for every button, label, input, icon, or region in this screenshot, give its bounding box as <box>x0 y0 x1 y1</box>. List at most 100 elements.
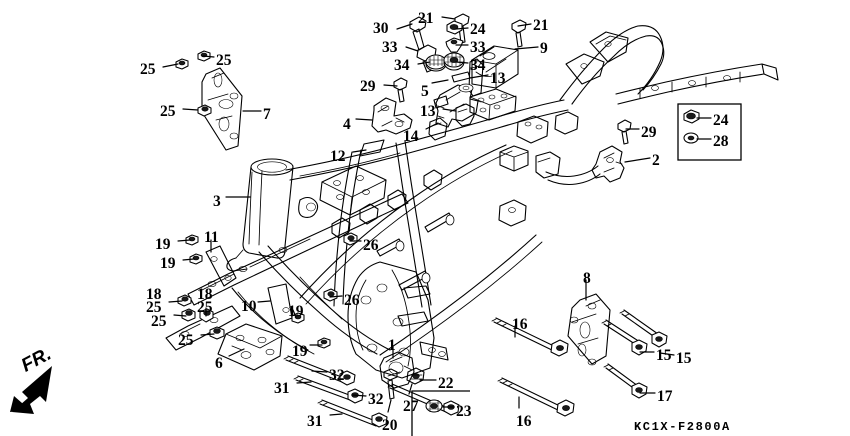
leader-line-19 <box>177 239 191 242</box>
leader-line-13 <box>442 108 457 112</box>
leader-line-25 <box>162 63 179 68</box>
part-21b-bolt <box>511 19 527 48</box>
callout-9: 9 <box>540 40 548 57</box>
callout-1: 1 <box>388 337 396 354</box>
callout-13: 13 <box>490 70 506 87</box>
callout-26: 26 <box>363 237 379 254</box>
leader-line-9 <box>514 46 539 50</box>
part-16-bolts <box>491 317 575 417</box>
leader-line-12 <box>352 149 367 153</box>
callout-25: 25 <box>216 52 232 69</box>
part-7-bracket <box>201 67 243 151</box>
part-25-bolts-lower <box>177 294 225 340</box>
part-29a-bolt <box>393 77 408 103</box>
callout-24: 24 <box>470 21 486 38</box>
callout-27: 27 <box>403 398 419 415</box>
callout-19: 19 <box>155 236 171 253</box>
callout-33: 33 <box>382 39 398 56</box>
part-8-bracket <box>567 293 611 366</box>
callout-6: 6 <box>215 355 223 372</box>
part-9-damper <box>471 45 519 89</box>
leader-line-10 <box>257 300 271 303</box>
callout-21: 21 <box>533 17 549 34</box>
callout-4: 4 <box>343 116 351 133</box>
part-10-plate <box>267 283 293 325</box>
callout-20: 20 <box>382 417 398 434</box>
leader-line-25 <box>173 314 187 317</box>
part-1-27-22-cluster <box>379 351 425 389</box>
leader-line-19 <box>182 258 195 261</box>
callout-33: 33 <box>470 39 486 56</box>
part-13b-bracket <box>455 103 475 127</box>
callout-13: 13 <box>420 103 436 120</box>
callout-31: 31 <box>274 380 290 397</box>
part-15-bolts <box>601 309 668 356</box>
nut-inset-box <box>411 390 470 436</box>
callout-18: 18 <box>146 286 162 303</box>
callout-3: 3 <box>213 193 221 210</box>
part-29b-bolt <box>617 119 632 145</box>
part-31-32-bolts <box>283 355 460 428</box>
leader-line-13 <box>469 74 489 79</box>
callout-25: 25 <box>197 299 213 316</box>
leader-line-29 <box>383 84 398 87</box>
leader-line-25 <box>182 108 199 111</box>
callout-25: 25 <box>160 103 176 120</box>
leader-line-26 <box>329 295 343 298</box>
callout-25: 25 <box>146 299 162 316</box>
part-26-bolts <box>323 232 358 302</box>
part-6-bracket <box>217 323 283 371</box>
callout-19: 19 <box>288 303 304 320</box>
leader-line-32 <box>311 370 328 373</box>
leader-line-25 <box>202 55 215 58</box>
callout-19: 19 <box>292 343 308 360</box>
callout-15: 15 <box>676 350 692 367</box>
leader-line-20 <box>387 399 392 413</box>
part-33b-washer <box>445 37 464 53</box>
callout-30: 30 <box>373 20 389 37</box>
leader-line-33 <box>405 46 419 52</box>
leader-line-21 <box>517 23 532 27</box>
leader-lines <box>162 16 712 416</box>
part-11-plate <box>205 245 237 287</box>
callout-19: 19 <box>160 255 176 272</box>
leader-line-31 <box>296 381 312 384</box>
leader-line-21 <box>441 16 456 20</box>
callout-16: 16 <box>516 413 532 430</box>
frame-main-body <box>165 25 779 379</box>
part-34b-grommet <box>443 52 465 71</box>
part-20-bolt <box>383 368 398 400</box>
leader-line-4 <box>355 118 373 121</box>
leader-line-6 <box>228 348 245 357</box>
part-34a <box>425 54 447 72</box>
callout-32: 32 <box>368 391 384 408</box>
callout-12: 12 <box>330 148 346 165</box>
callout-25: 25 <box>151 313 167 330</box>
callout-21: 21 <box>418 10 434 27</box>
leader-line-30 <box>396 23 413 30</box>
leader-line-25 <box>200 333 215 336</box>
callout-31: 31 <box>307 413 323 430</box>
callout-16: 16 <box>512 316 528 333</box>
part-25-bolts-upper <box>175 50 212 117</box>
callout-24: 24 <box>713 112 729 129</box>
callout-5: 5 <box>421 83 429 100</box>
part-24a-nut <box>446 20 463 35</box>
hardware-inset-box <box>677 103 742 161</box>
callout-10: 10 <box>241 298 257 315</box>
callout-29: 29 <box>641 124 657 141</box>
part-17-bolt <box>603 363 648 399</box>
leader-line-25 <box>168 300 183 303</box>
callout-25: 25 <box>178 332 194 349</box>
callout-11: 11 <box>204 229 219 246</box>
leader-line-2 <box>624 157 651 163</box>
callout-17: 17 <box>657 388 673 405</box>
part-14-plate <box>433 95 449 109</box>
callout-34: 34 <box>470 57 486 74</box>
part-4-u-bracket <box>371 97 413 135</box>
callout-26: 26 <box>344 292 360 309</box>
leader-line-15 <box>659 352 675 356</box>
callout-23: 23 <box>456 403 472 420</box>
